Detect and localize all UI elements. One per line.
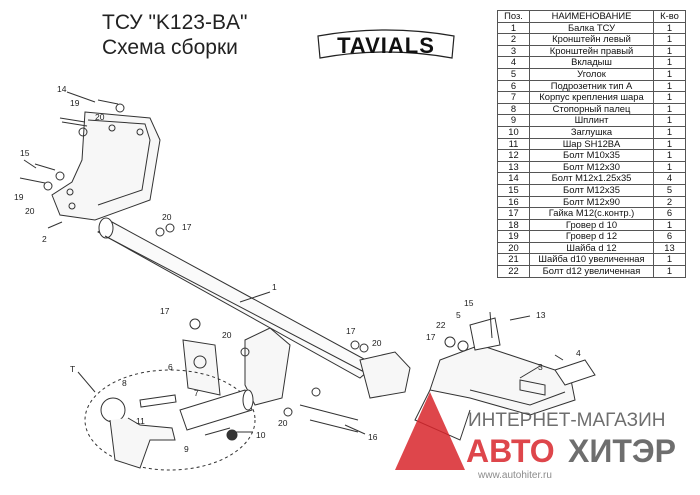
label-20c: 20 [162,212,172,222]
cell-qty: 1 [653,265,686,278]
label-14: 14 [57,84,67,94]
cell-qty: 13 [653,241,686,255]
label-19: 19 [70,98,80,108]
label-20f: 20 [278,418,288,428]
cell-qty: 1 [653,137,686,151]
cell-name: Шар SH12BA [529,137,654,151]
cell-qty: 1 [653,33,686,46]
drawing-title: ТСУ "K123-BA" Схема сборки [102,10,247,60]
watermark-brand-b: ХИТЭР [568,433,676,469]
label-20: 20 [95,112,105,122]
cell-name: Заглушка [529,125,654,139]
label-11: 11 [136,416,145,426]
cell-name: Болт М12х30 [529,160,654,174]
cell-pos: 16 [497,195,530,209]
label-16: 16 [368,432,378,442]
cell-qty: 1 [653,149,686,162]
cell-qty: 6 [653,207,686,220]
cell-qty: 1 [653,44,686,58]
title-line-1: ТСУ "K123-BA" [102,11,248,34]
cell-qty: 1 [653,125,686,139]
cell-qty: 5 [653,183,686,197]
tavials-logo: TAVIALS [317,29,455,59]
cell-pos: 15 [497,183,530,197]
cell-qty: 1 [653,21,686,35]
cell-name: Гайка М12(с.контр.) [529,207,654,220]
watermark-shop-label: ИНТЕРНЕТ-МАГАЗИН [468,410,666,431]
cell-qty: 1 [653,160,686,174]
cell-name: Гровер d 10 [529,218,654,232]
label-17b: 17 [160,306,170,316]
shop-watermark: ИНТЕРНЕТ-МАГАЗИН АВТО ХИТЭР www.autohite… [395,392,676,481]
cell-qty: 4 [653,172,686,185]
cell-name: Кронштейн левый [529,33,654,46]
cell-name: Шайба d 12 [529,241,654,255]
label-3: 3 [538,362,543,372]
cell-pos: 18 [497,218,530,232]
label-17: 17 [182,222,192,232]
warning-triangle-icon [395,392,465,470]
label-9: 9 [184,444,189,454]
label-T: T [70,364,75,374]
label-5: 5 [456,310,461,320]
label-17d: 17 [426,332,436,342]
label-19b: 19 [14,192,24,202]
label-1: 1 [272,282,277,292]
cell-qty: 2 [653,195,686,209]
label-10: 10 [256,430,266,440]
label-20d: 20 [222,330,232,340]
label-2: 2 [42,234,47,244]
cell-pos: 13 [497,160,530,174]
label-17c: 17 [346,326,356,336]
label-6: 6 [168,362,173,372]
label-22: 22 [436,320,446,330]
label-15: 15 [20,148,30,158]
label-15b: 15 [464,298,474,308]
label-4: 4 [576,348,581,358]
watermark-brand-a: АВТО [466,433,555,469]
label-20b: 20 [25,206,35,216]
label-13: 13 [536,310,546,320]
label-8: 8 [122,378,127,388]
cell-pos: 17 [497,207,530,220]
logo-text: TAVIALS [337,33,435,58]
cell-name: Гровер d 12 [529,230,654,243]
label-7: 7 [194,388,199,398]
label-20e: 20 [372,338,382,348]
watermark-url: www.autohiter.ru [477,470,552,481]
title-line-2: Схема сборки [102,36,238,59]
cell-qty: 1 [653,218,686,232]
cell-qty: 6 [653,230,686,243]
